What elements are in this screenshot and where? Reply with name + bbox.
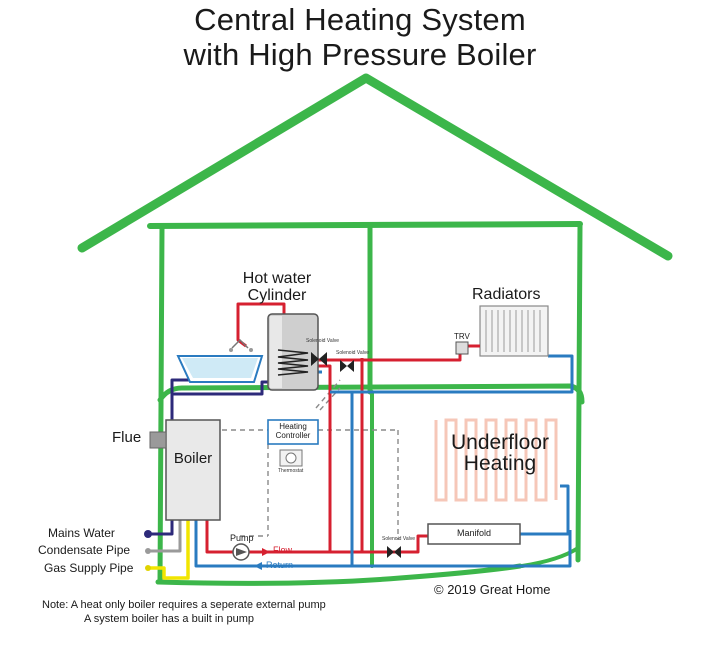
solenoid-valve-3: [387, 546, 401, 558]
flue-icon: [149, 431, 167, 449]
ground-line: [155, 563, 523, 586]
return-pipe-main: [194, 520, 572, 568]
pump-icon: [232, 543, 250, 561]
gas-supply-dot: [145, 565, 151, 571]
manifold-label: Manifold: [456, 528, 492, 538]
solenoid-label-2: Solenoid Valve: [336, 350, 369, 356]
flow-pipe-upstairs: [362, 346, 462, 362]
condensate-pipe: [150, 520, 182, 553]
note-line-2: A system boiler has a built in pump: [84, 613, 254, 625]
return-label: Return: [266, 560, 294, 570]
radiator-icon: [466, 305, 549, 357]
trv-label: TRV: [454, 332, 470, 341]
note-line-1: Note: A heat only boiler requires a sepe…: [42, 599, 326, 611]
flow-pipe-cylinder-return: [318, 364, 332, 552]
heating-controller-line1: Heating: [279, 422, 307, 431]
boiler-unit: [165, 419, 221, 521]
hot-water-cylinder-icon: [267, 313, 319, 391]
flow-pipe-main: [205, 358, 364, 554]
hot-water-outlet: [236, 302, 286, 348]
gas-supply-pipe-label: Gas Supply Pipe: [44, 561, 134, 575]
bath-sink-icon: [176, 338, 264, 383]
return-arrow: [254, 562, 262, 570]
title-line-1: Central Heating System: [194, 2, 526, 37]
condensate-dot: [145, 548, 151, 554]
copyright-label: © 2019 Great Home: [434, 582, 551, 597]
solenoid-label-3: Solenoid Valve: [382, 536, 415, 542]
roof-line: [77, 73, 673, 261]
pump-label: Pump: [230, 533, 254, 543]
underfloor-heating-label: Underfloor Heating: [430, 432, 570, 474]
flow-arrow: [262, 548, 270, 556]
flue-label: Flue: [112, 429, 142, 446]
trv-valve-icon: [455, 341, 469, 355]
gas-supply-pipe: [150, 520, 190, 580]
solenoid-valve-1: [311, 352, 327, 366]
flow-label: Flow: [273, 545, 293, 555]
flow-pipe-manifold: [362, 534, 428, 554]
radiators-label: Radiators: [472, 286, 541, 303]
house-outline: [77, 73, 673, 586]
middle-floor-line: [157, 383, 585, 405]
condensate-pipe-label: Condensate Pipe: [38, 543, 131, 557]
left-wall: [157, 225, 165, 585]
thermostat-label: Thermostat: [278, 468, 304, 474]
thermostat-icon: [279, 449, 303, 467]
hot-water-label-line1: Hot water: [242, 270, 312, 287]
boiler-label: Boiler: [173, 450, 213, 467]
return-pipe-radiator: [330, 354, 574, 394]
solenoid-valve-2: [340, 360, 354, 372]
heating-controller-box: [267, 419, 319, 445]
title-line-2: with High Pressure Boiler: [183, 37, 537, 72]
heating-controller-label: Heating Controller: [268, 422, 318, 440]
mains-water-pipe: [150, 380, 270, 536]
manifold-box: [427, 523, 521, 545]
solenoid-label-1: Solenoid Valve: [306, 338, 339, 344]
return-pipe-underfloor: [520, 484, 570, 536]
hot-water-label-line2: Cylinder: [247, 287, 307, 304]
hot-water-cylinder-label: Hot water Cylinder: [222, 270, 332, 304]
attic-floor-line: [147, 221, 583, 229]
heating-controller-line2: Controller: [275, 431, 311, 440]
underfloor-label-line2: Heating: [463, 452, 537, 475]
mains-water-dot: [144, 530, 152, 538]
pipework: [150, 302, 574, 580]
underfloor-label-line1: Underfloor: [450, 431, 550, 454]
underfloor-heating-coil: [434, 418, 558, 502]
mains-water-label: Mains Water: [48, 526, 115, 540]
